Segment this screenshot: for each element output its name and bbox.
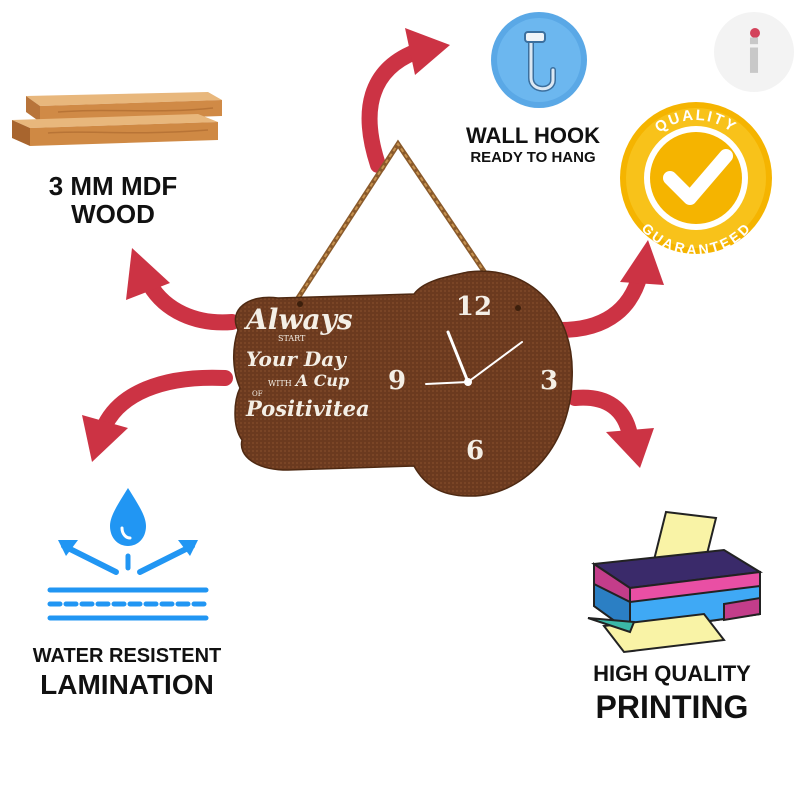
- lamination-feature-label: WATER RESISTENT LAMINATION: [16, 645, 238, 700]
- quote-word-always: Always: [246, 303, 353, 336]
- quote-word-positivitea: Positivitea: [246, 396, 370, 421]
- hanging-rope: [295, 139, 505, 301]
- logo-letter: i: [746, 30, 762, 84]
- quote-words-your-day: Your Day: [246, 347, 346, 371]
- logo-dot-icon: [750, 28, 760, 38]
- arrow-to-wood: [126, 248, 240, 331]
- clock-number-3: 3: [539, 366, 559, 396]
- printing-feature-label: HIGH QUALITY PRINTING: [574, 662, 770, 724]
- lamination-line2: LAMINATION: [40, 668, 214, 700]
- hook-line1: WALL HOOK: [465, 123, 601, 148]
- hook-feature-label: WALL HOOK READY TO HANG: [448, 124, 618, 166]
- arrow-to-printing: [567, 389, 654, 468]
- printing-line2: PRINTING: [595, 688, 749, 725]
- hook-line2: READY TO HANG: [470, 148, 596, 166]
- arrow-to-quality: [552, 240, 664, 338]
- wall-hook-icon: [491, 12, 587, 108]
- lamination-line1: WATER RESISTENT: [32, 645, 222, 667]
- quote-text: Always START Your Day WITH A Cup OF Posi…: [246, 303, 396, 421]
- wood-planks-icon: [12, 92, 222, 146]
- quote-word-of: OF: [252, 390, 263, 398]
- wood-line2: WOOD: [71, 199, 155, 230]
- brand-logo: i: [714, 12, 794, 92]
- printer-icon: [587, 510, 763, 654]
- clock-number-6: 6: [465, 436, 485, 466]
- wood-feature-label: 3 MM MDF WOOD: [18, 172, 208, 228]
- water-resistant-icon: [47, 488, 209, 621]
- quote-words-a-cup: A Cup: [295, 371, 350, 390]
- wall-clock-product: Always START Your Day WITH A Cup OF Posi…: [228, 270, 574, 500]
- quote-word-with: WITH: [268, 379, 292, 388]
- arrow-to-lamination: [82, 369, 233, 462]
- clock-hands: [425, 330, 523, 386]
- quote-word-start: START: [278, 334, 306, 343]
- wood-line1: 3 MM MDF: [48, 171, 178, 201]
- clock-number-12: 12: [455, 292, 493, 322]
- quality-badge-icon: QUALITY GUARANTEED: [620, 102, 772, 258]
- printing-line1: HIGH QUALITY: [593, 661, 751, 686]
- clock-board: [233, 270, 573, 497]
- arrow-to-hook: [361, 28, 450, 173]
- clock-number-9: 9: [387, 366, 407, 396]
